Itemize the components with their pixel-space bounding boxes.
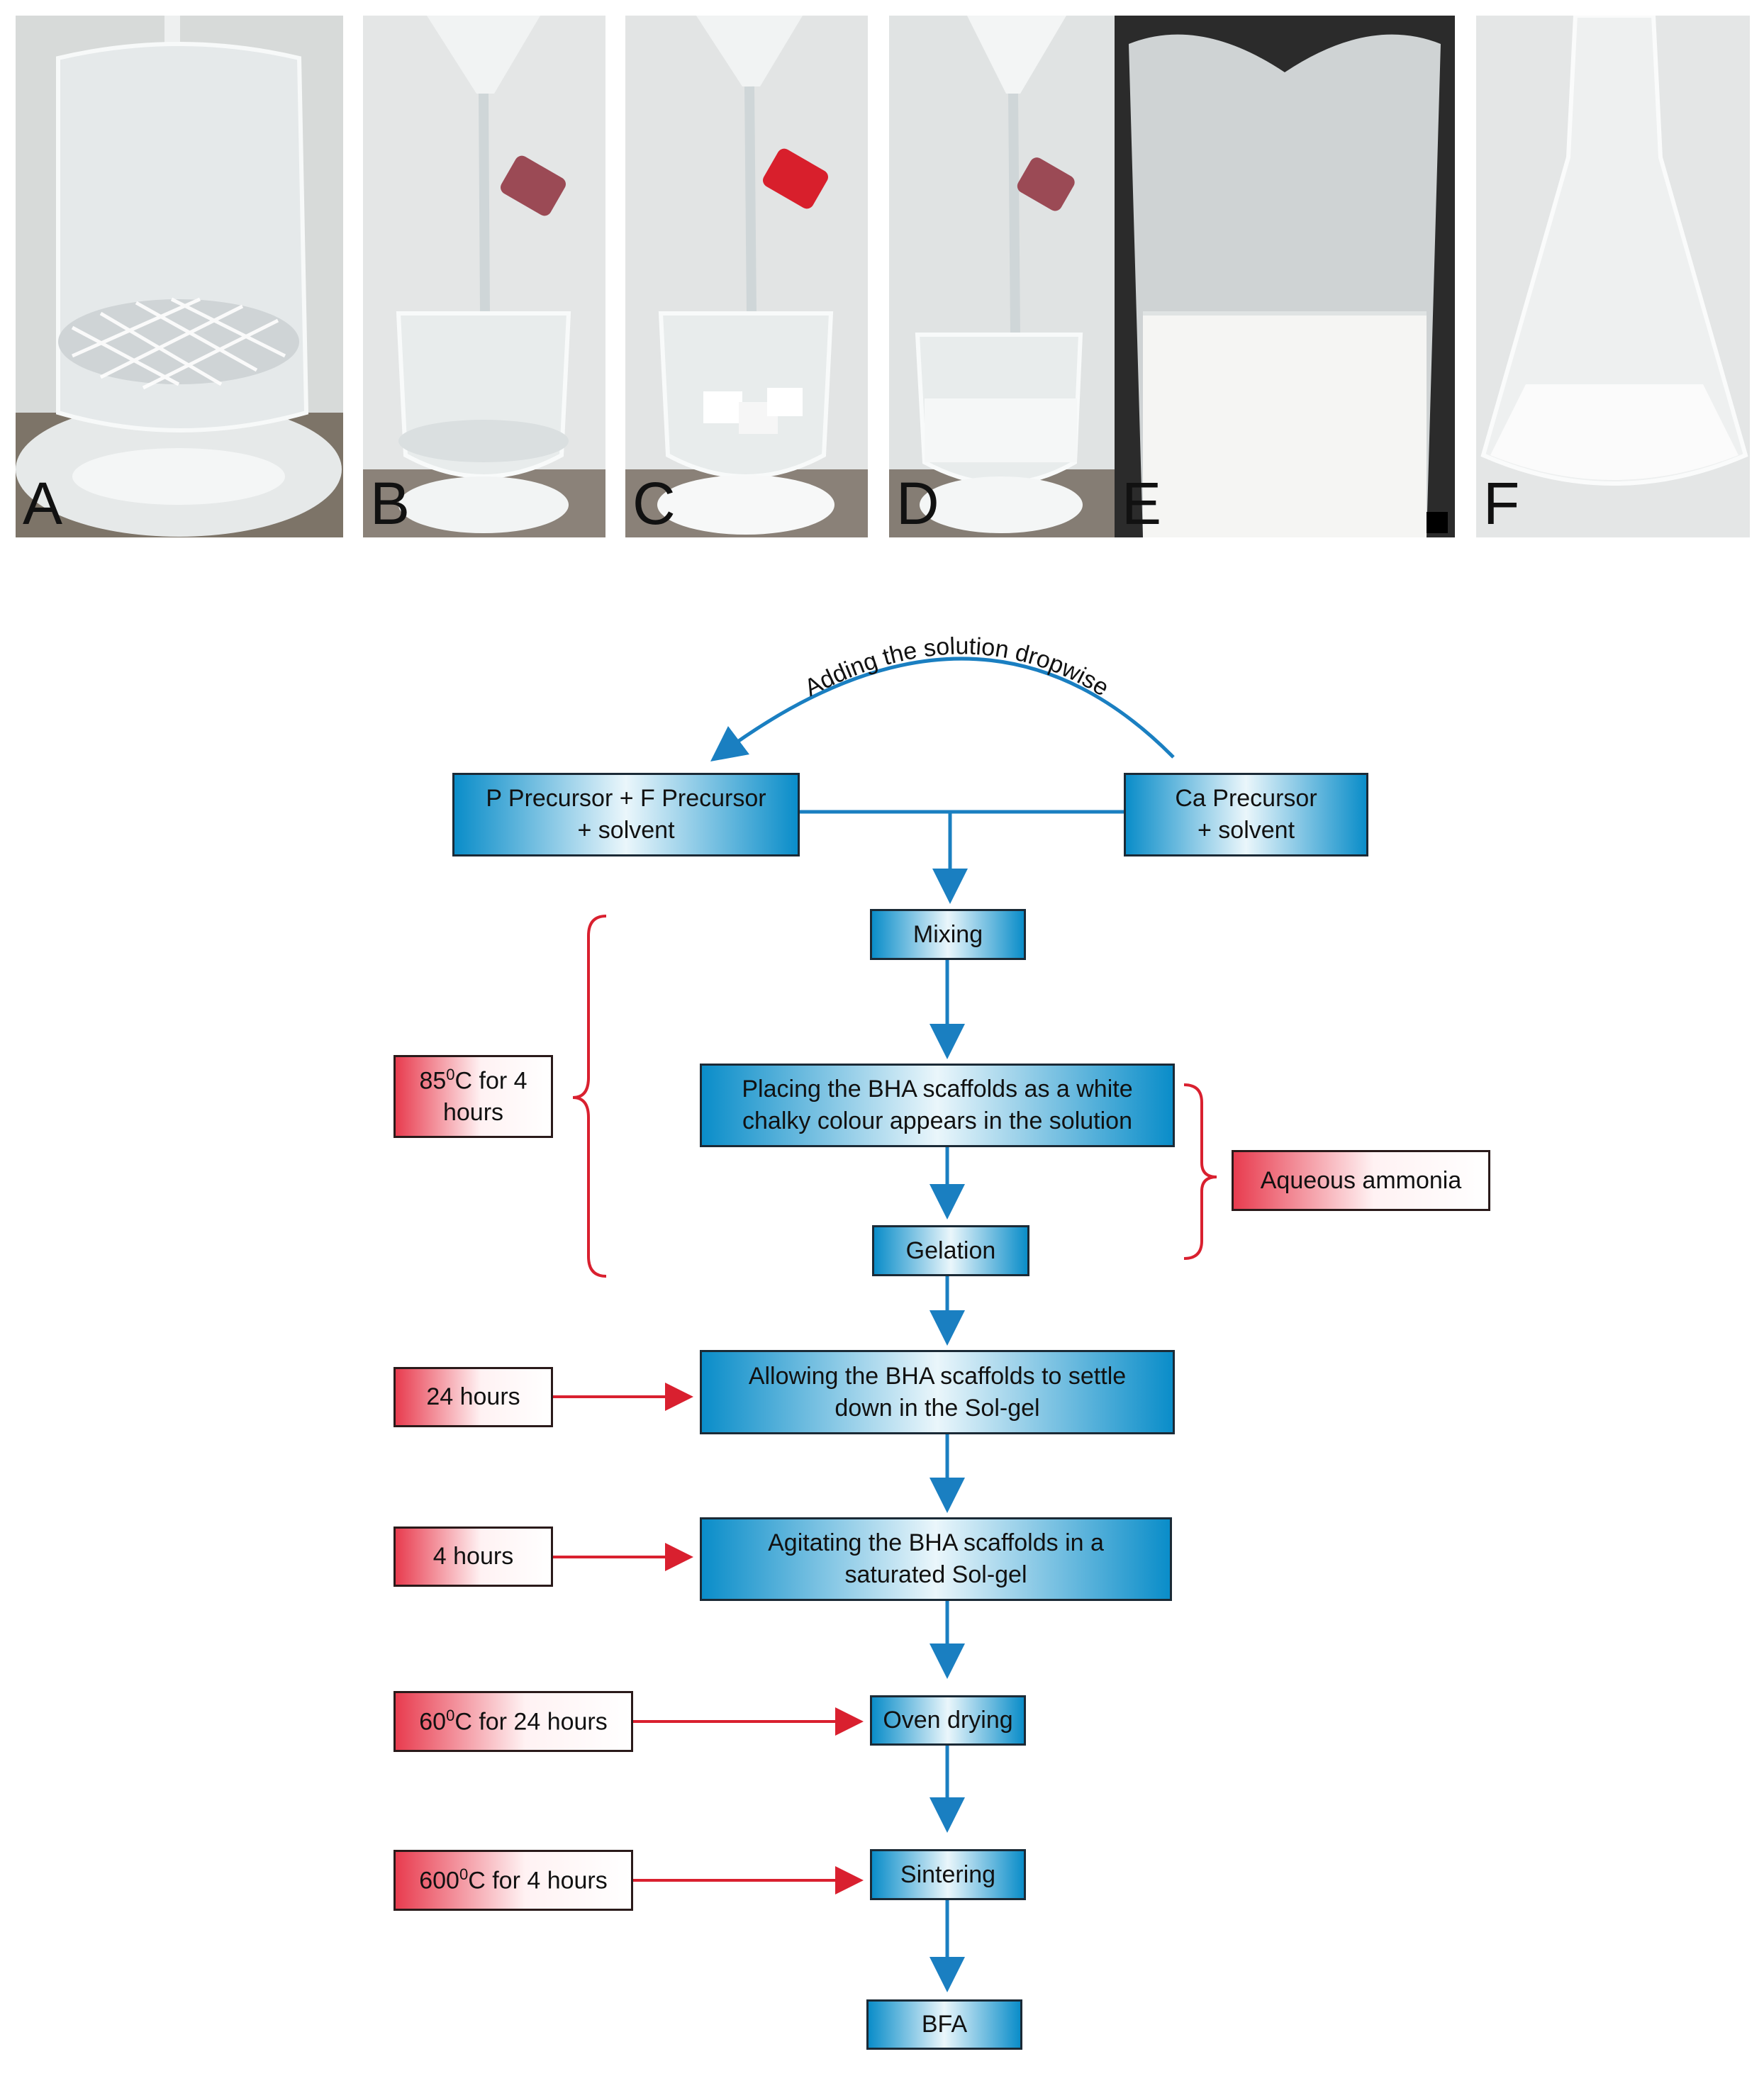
beaker-white-solution-photo [1115,16,1455,537]
cond-24h-text: 24 hours [426,1383,520,1411]
beaker-gel-photo [889,16,1115,537]
ca-precursor-box: Ca Precursor + solvent [1124,773,1368,856]
gelation-box: Gelation [872,1225,1029,1276]
cond-600c-text: 6000C for 4 hours [419,1865,608,1894]
photo-e: E [1115,16,1455,537]
left-brace [572,915,607,1278]
beaker-funnel-photo [363,16,605,537]
cond-4h-box: 4 hours [393,1527,553,1587]
right-brace [1183,1083,1217,1260]
gelation-text: Gelation [905,1237,996,1264]
placing-text: Placing the BHA scaffolds as a white cha… [742,1076,1133,1134]
mixing-box: Mixing [870,909,1026,960]
photo-label-b: B [370,470,411,537]
mixing-text: Mixing [912,920,983,948]
cond-60c-box: 600C for 24 hours [393,1691,633,1752]
oven-text: Oven drying [883,1707,1013,1734]
settle-box: Allowing the BHA scaffolds to settle dow… [700,1350,1175,1434]
beaker-mesh-photo [16,16,343,537]
cond-85c-text: 850C for 4 hours [419,1065,527,1127]
agitating-text: Agitating the BHA scaffolds in a saturat… [768,1529,1104,1588]
placing-box: Placing the BHA scaffolds as a white cha… [700,1064,1175,1147]
cond-60c-text: 600C for 24 hours [419,1706,608,1736]
p-precursor-text: P Precursor + F Precursor + solvent [486,785,766,844]
photo-f: F [1476,16,1750,537]
ammonia-text: Aqueous ammonia [1260,1166,1462,1194]
settle-text: Allowing the BHA scaffolds to settle dow… [748,1362,1127,1422]
photo-b: B [363,16,605,537]
bfa-text: BFA [921,2011,968,2038]
photo-label-f: F [1483,470,1520,537]
cond-600c-box: 6000C for 4 hours [393,1850,633,1911]
ca-precursor-text: Ca Precursor + solvent [1175,785,1317,844]
sintering-box: Sintering [870,1849,1026,1900]
dropwise-arc-arrow [710,657,1175,762]
bfa-box: BFA [866,1999,1022,2050]
photo-a: A [16,16,343,537]
agitating-box: Agitating the BHA scaffolds in a saturat… [700,1517,1172,1601]
oven-box: Oven drying [870,1695,1026,1746]
cond-24h-box: 24 hours [393,1367,553,1427]
photo-label-c: C [632,470,676,537]
ammonia-box: Aqueous ammonia [1232,1150,1490,1211]
photo-label-d: D [896,470,939,537]
flask-photo [1476,16,1750,537]
beaker-scaffolds-photo [625,16,868,537]
photo-c: C [625,16,868,537]
sintering-text: Sintering [900,1860,996,1888]
cond-85c-box: 850C for 4 hours [393,1055,553,1138]
cond-4h-text: 4 hours [432,1543,514,1570]
p-precursor-box: P Precursor + F Precursor + solvent [452,773,800,856]
photo-label-a: A [23,470,63,537]
dropwise-arc-label: Adding the solution dropwise [800,632,1114,701]
photo-d: D [889,16,1115,537]
photo-label-e: E [1122,470,1162,537]
